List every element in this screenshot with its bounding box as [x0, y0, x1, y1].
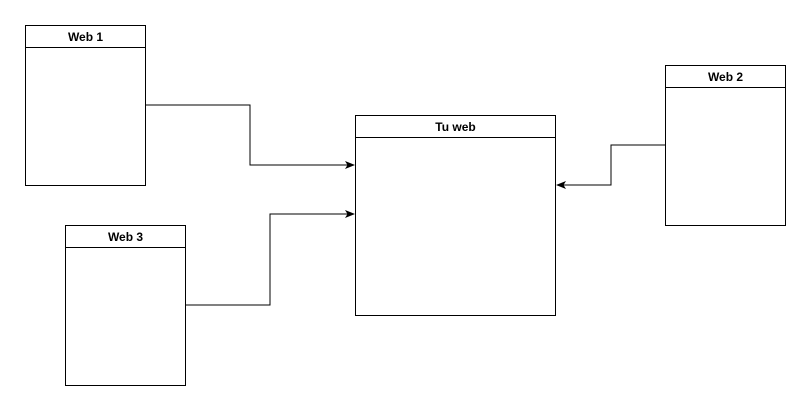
web2-box[interactable]: Web 2 — [665, 65, 786, 226]
web1-title: Web 1 — [26, 26, 145, 48]
connector-web2-to-tuweb[interactable] — [556, 144, 665, 189]
tu-web-box[interactable]: Tu web — [355, 115, 556, 316]
connector-web3-to-tuweb[interactable] — [186, 210, 355, 306]
connector-web1-to-tuweb[interactable] — [146, 104, 355, 169]
web2-title: Web 2 — [666, 66, 785, 88]
web3-box[interactable]: Web 3 — [65, 225, 186, 386]
tu-web-title: Tu web — [356, 116, 555, 138]
web3-title: Web 3 — [66, 226, 185, 248]
web1-box[interactable]: Web 1 — [25, 25, 146, 186]
